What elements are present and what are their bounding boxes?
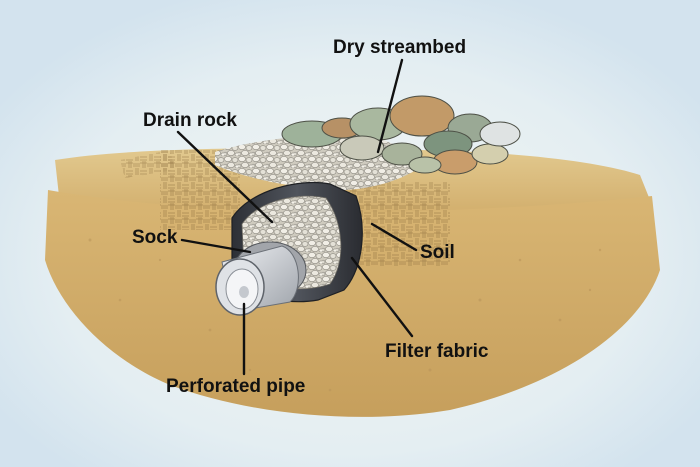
- label-drain-rock: Drain rock: [143, 110, 237, 131]
- label-sock: Sock: [132, 227, 178, 248]
- label-filter-fabric: Filter fabric: [385, 341, 489, 362]
- leader-lines: [176, 58, 418, 376]
- leader-line-filter-fabric: [350, 256, 414, 338]
- label-dry-streambed: Dry streambed: [333, 37, 467, 58]
- leader-line-sock: [180, 238, 252, 254]
- leader-line-drain-rock: [176, 130, 274, 224]
- streambed-boulders: [281, 95, 521, 175]
- perforated-pipe: [215, 245, 299, 316]
- soil-block: [45, 190, 660, 417]
- label-perforated-pipe: Perforated pipe: [166, 376, 306, 397]
- leader-line-soil: [370, 222, 418, 252]
- leader-line-dry-streambed: [376, 58, 404, 154]
- label-soil: Soil: [420, 242, 455, 263]
- soil-texture: [88, 238, 602, 392]
